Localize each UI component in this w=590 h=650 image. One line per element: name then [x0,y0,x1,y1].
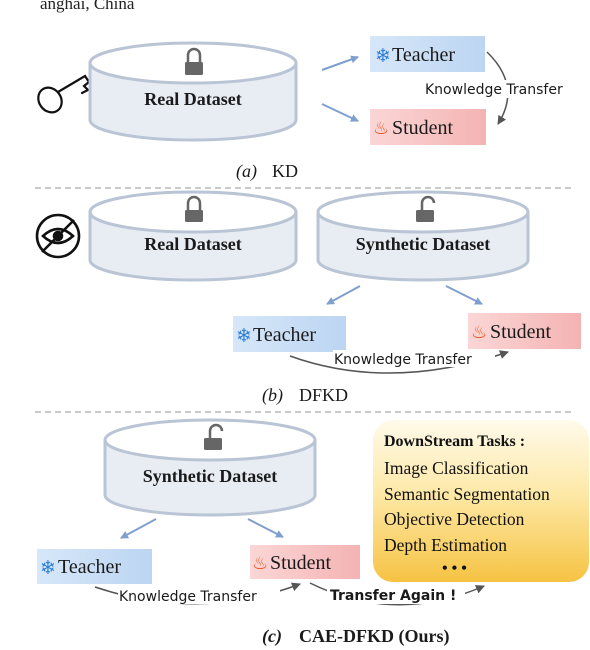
arrow-synth-to-teacher-c [120,518,157,539]
fire-icon: ♨ [252,553,268,574]
downstream-tasks-box: DownStream Tasks : Image Classification … [373,420,589,582]
student-label: Student [392,117,454,139]
teacher-label-c: Teacher [58,556,121,578]
caption-b-letter: (b) [262,385,283,406]
downstream-tasks-title: DownStream Tasks : [384,433,525,450]
knowledge-transfer-label-b: Knowledge Transfer [334,352,472,368]
synthetic-dataset-label-c: Synthetic Dataset [143,466,277,486]
synthetic-dataset-label-b: Synthetic Dataset [356,234,490,254]
real-dataset-cylinder-b [88,190,298,282]
teacher-label: Teacher [392,44,455,66]
lock-closed-icon [185,195,203,222]
student-box-c: ♨ Student [250,545,360,579]
student-box-b: ♨ Student [468,313,581,349]
caption-c-text: CAE-DFKD (Ours) [299,626,450,647]
task-item-3: Depth Estimation [384,535,507,555]
caption-b-text: DFKD [299,385,348,405]
lock-open-icon [204,423,224,450]
panel-a: Real Dataset ❄ Teacher ♨ Student Knowled… [37,36,584,182]
synthetic-dataset-cylinder-b [316,190,530,282]
header-affiliation-text: anghai, China [40,0,135,13]
tasks-ellipsis: • • • [442,560,467,577]
key-icon [37,74,91,114]
eye-slash-icon [35,213,81,259]
transfer-again-label: Transfer Again ! [330,588,456,604]
task-item-1: Semantic Segmentation [384,484,550,504]
task-item-2: Objective Detection [384,509,525,529]
arrow-synth-to-teacher-b [326,285,361,305]
panel-b: Real Dataset Synthetic Dataset ❄ Teacher… [35,190,581,406]
fire-icon: ♨ [373,118,389,139]
knowledge-transfer-label-c: Knowledge Transfer [119,589,257,605]
student-label-c: Student [270,552,332,574]
teacher-box: ❄ Teacher [370,36,485,72]
real-dataset-label-b: Real Dataset [144,234,241,254]
panel-c: Synthetic Dataset ❄ Teacher ♨ Student Kn… [37,418,589,647]
teacher-box-c: ❄ Teacher [37,549,152,584]
teacher-label-b: Teacher [253,324,316,346]
caption-a-letter: (a) [236,161,257,182]
caption-a-text: KD [272,161,298,181]
snowflake-icon: ❄ [236,325,252,347]
knowledge-transfer-label: Knowledge Transfer [425,82,563,98]
synthetic-dataset-cylinder-c [103,418,317,517]
snowflake-icon: ❄ [375,45,391,67]
real-dataset-label: Real Dataset [144,89,241,109]
student-label-b: Student [490,321,552,343]
arrow-synth-to-student-b [445,285,483,305]
caption-c-letter: (c) [262,626,282,647]
arrow-dataset-to-teacher [321,55,359,71]
lock-closed-icon [185,47,203,75]
arrow-dataset-to-student [321,103,359,122]
snowflake-icon: ❄ [40,557,56,579]
task-item-0: Image Classification [384,458,529,478]
teacher-box-b: ❄ Teacher [233,316,346,352]
lock-open-icon [416,195,436,222]
fire-icon: ♨ [471,322,487,343]
student-box: ♨ Student [370,109,486,145]
arrow-synth-to-student-c [247,518,284,538]
real-dataset-cylinder [88,41,298,142]
